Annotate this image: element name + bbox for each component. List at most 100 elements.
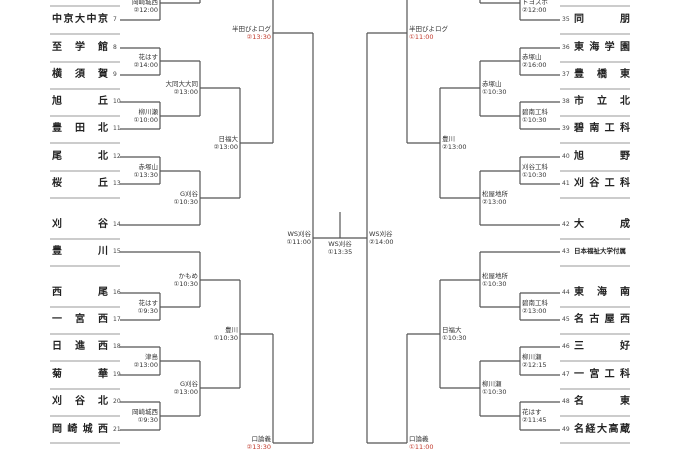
- match-time: ①11:00: [409, 33, 434, 41]
- team-number: 42: [562, 221, 570, 228]
- team-name: 大成: [574, 219, 630, 230]
- team-name: 豊川: [52, 246, 108, 257]
- match-venue: 日福大: [218, 135, 239, 143]
- match-venue: 赤塚山: [138, 163, 159, 171]
- match-time: ②12:00: [522, 6, 547, 14]
- match-venue: 柳川瀬: [138, 108, 159, 116]
- match-time: ②14:00: [133, 61, 158, 69]
- match-venue: 豊川: [225, 326, 238, 334]
- team-number: 17: [113, 316, 121, 323]
- team-number: 39: [562, 125, 570, 132]
- team-number: 49: [562, 426, 570, 433]
- match-venue: 豊川: [442, 135, 455, 143]
- team-number: 7: [113, 16, 117, 23]
- team-number: 43: [562, 248, 570, 255]
- team-name: 名経大高蔵: [574, 424, 630, 435]
- final-time: ①13:35: [327, 248, 353, 256]
- team-name: 中京大中京: [52, 14, 108, 25]
- team-number: 48: [562, 398, 570, 405]
- team-name: 旭丘: [52, 96, 108, 107]
- team-number: 47: [562, 371, 570, 378]
- match-time: ①10:00: [133, 116, 158, 124]
- team-name: 同朋: [574, 14, 630, 25]
- team-name: 横須賀: [52, 69, 108, 80]
- team-number: 19: [113, 371, 121, 378]
- team-name: 名古屋西: [574, 314, 630, 325]
- team-name: 三好: [574, 341, 630, 352]
- match-venue: 碧南工科: [522, 299, 548, 307]
- team-name: 旭野: [574, 151, 630, 162]
- team-number: 16: [113, 289, 121, 296]
- team-number: 10: [113, 98, 121, 105]
- match-time: ①10:30: [522, 171, 547, 179]
- match-venue: トヨスポ: [522, 0, 548, 6]
- match-venue: 大同大大同: [165, 80, 199, 88]
- team-number: 15: [113, 248, 121, 255]
- team-name: 尾北: [52, 151, 108, 162]
- team-number: 12: [113, 153, 121, 160]
- team-name: 岡崎城西: [52, 424, 108, 435]
- match-time: ①11:00: [409, 443, 434, 451]
- team-name: 一宮工科: [574, 369, 630, 380]
- match-time: ②11:45: [522, 416, 547, 424]
- match-time: ②13:00: [522, 307, 547, 315]
- match-venue: 口論義: [409, 435, 429, 443]
- team-name: 菊華: [52, 369, 108, 380]
- match-time: ②12:15: [522, 361, 547, 369]
- team-name: 一宮西: [52, 314, 108, 325]
- match-venue: 松屋地所: [482, 190, 508, 198]
- match-time: ②13:00: [442, 143, 467, 151]
- match-time: ②13:30: [246, 33, 271, 41]
- match-time: ②16:00: [522, 61, 547, 69]
- team-name: 市立北: [574, 96, 630, 107]
- team-name: 名東: [574, 396, 630, 407]
- team-number: 8: [113, 44, 117, 51]
- team-number: 36: [562, 44, 570, 51]
- match-venue: 刈谷工科: [522, 163, 548, 171]
- final-venue: WS刈谷: [328, 240, 352, 248]
- match-time: ①10:30: [213, 334, 238, 342]
- team-number: 13: [113, 180, 121, 187]
- team-number: 21: [113, 426, 121, 433]
- team-name: 碧南工科: [574, 123, 630, 134]
- team-name: 東海学園: [574, 42, 630, 53]
- match-time: ②13:00: [213, 143, 238, 151]
- match-time: ①10:30: [173, 280, 198, 288]
- team-number: 14: [113, 221, 121, 228]
- match-venue: G刈谷: [179, 380, 198, 388]
- team-name: 刈谷工科: [574, 178, 630, 189]
- match-time: ②12:00: [133, 6, 158, 14]
- match-venue: 柳川瀬: [482, 380, 502, 388]
- match-time: ①10:30: [522, 116, 547, 124]
- team-name: 日本福祉大学付属: [574, 247, 626, 255]
- team-number: 44: [562, 289, 570, 296]
- match-venue: G刈谷: [179, 190, 198, 198]
- match-venue: 岡崎城西: [132, 0, 158, 6]
- match-venue: 口論義: [251, 435, 272, 443]
- match-time: ①13:30: [133, 171, 158, 179]
- match-time: ①10:30: [442, 334, 467, 342]
- match-time: ①10:30: [173, 198, 198, 206]
- team-name: 豊橋東: [574, 69, 630, 80]
- match-time: ①9:30: [137, 416, 158, 424]
- match-time: ②13:30: [246, 443, 271, 451]
